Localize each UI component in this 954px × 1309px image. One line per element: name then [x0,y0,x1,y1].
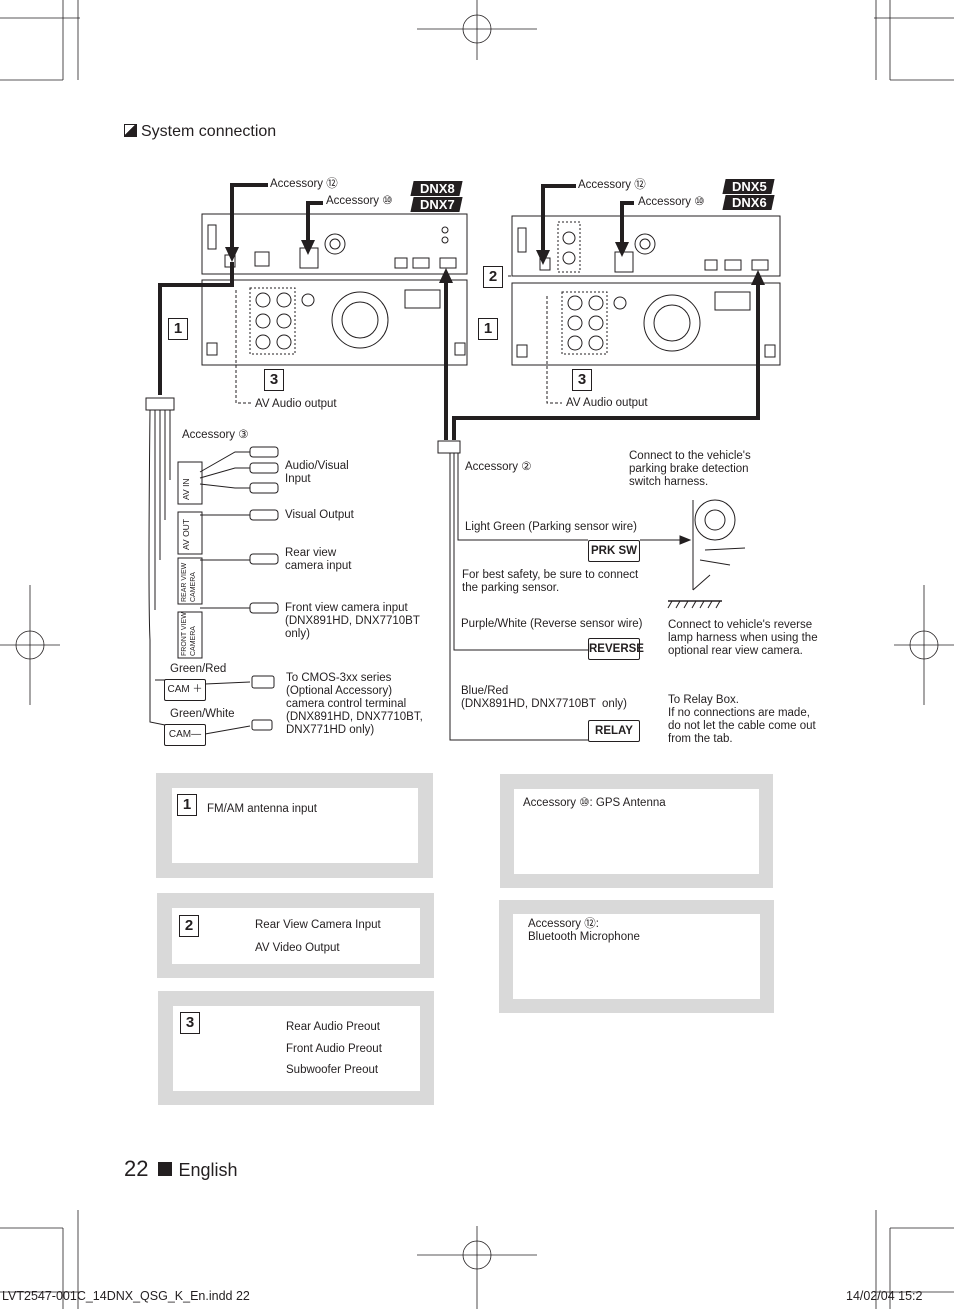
rear-view-camera-input-label: Rear view camera input [285,547,352,572]
panel-mic [499,900,774,1013]
audio-visual-input-label: Audio/Visual Input [285,460,349,485]
light-green-label: Light Green (Parking sensor wire) [465,521,637,533]
page-number-text: 22 [124,1156,149,1181]
callout-accessory12-left: Accessory ⑫ [270,178,338,190]
section-marker-icon [124,124,137,137]
print-file-line: LVT2547-001C_14DNX_QSG_K_En.indd 22 [2,1289,250,1303]
section-title-text: System connection [141,123,277,140]
rear-audio-preout-item: Rear Audio Preout [286,1021,380,1033]
panel-1 [156,773,433,878]
marker-1-right: 1 [478,318,498,340]
reverse-note: Connect to vehicle's reverse lamp harnes… [668,619,818,657]
av-in-label: AV IN [181,478,191,500]
subwoofer-preout-item: Subwoofer Preout [286,1064,379,1076]
page-number: 22 English [124,1156,238,1182]
arrow-heads [225,240,765,285]
front-audio-preout-item: Front Audio Preout [286,1043,382,1055]
blue-red-label: Blue/Red (DNX891HD, DNX7710BT only) [461,685,627,710]
cam-plus-tag: CAM ＋ [164,679,206,701]
green-red-label: Green/Red [170,663,227,675]
gps-antenna-label: Accessory ⑩: GPS Antenna [523,797,666,809]
panel-3 [158,991,434,1105]
marker-3-right: 3 [572,369,592,391]
av-out-label: AV OUT [181,518,191,550]
section-title: System connection [124,123,276,141]
accessory3-label: Accessory ③ [182,429,249,441]
fm-am-antenna-label: FM/AM antenna input [207,803,317,815]
panel-1-number: 1 [177,794,197,816]
cmos-note: To CMOS-3xx series (Optional Accessory) … [286,672,423,736]
rear-view-camera-tag: REAR VIEW CAMERA [181,562,197,602]
right-harness [437,440,746,741]
callout-av-audio-left: AV Audio output [255,398,337,410]
page-language: English [178,1160,238,1180]
prk-sw-tag: PRK SW [588,540,640,562]
relay-tag: RELAY [588,720,640,742]
right-unit-rear [511,215,781,366]
dashed-leaders [235,275,562,404]
print-date-line: 14/02/04 15:2 [846,1289,923,1303]
page-marker-icon [158,1162,173,1176]
front-view-camera-tag: FRONT VIEW CAMERA [181,612,197,656]
model-badge-dnx5: DNX5 [722,179,775,194]
callout-av-audio-right: AV Audio output [566,397,648,409]
model-badge-dnx6: DNX6 [722,195,775,210]
marker-1-left: 1 [168,318,188,340]
accessory-arrows [158,183,760,440]
av-video-output-item: AV Video Output [255,942,340,954]
panel-gps [500,774,773,888]
relay-note: To Relay Box. If no connections are made… [668,694,816,745]
cam-minus-tag: CAM— [164,724,206,746]
marker-3-left: 3 [264,369,284,391]
callout-accessory10-left: Accessory ⑩ [326,195,393,207]
bluetooth-mic-label: Accessory ⑫: Bluetooth Microphone [528,918,640,943]
panel-2 [157,893,434,978]
panel-3-number: 3 [180,1012,200,1034]
purple-white-label: Purple/White (Reverse sensor wire) [461,618,643,630]
rear-view-camera-input-item: Rear View Camera Input [255,919,381,931]
left-harness [145,397,279,735]
reverse-tag: REVERSE [588,638,644,660]
model-badge-dnx8: DNX8 [410,181,463,196]
panel-2-number: 2 [179,915,199,937]
safety-note: For best safety, be sure to connect the … [462,569,639,594]
green-white-label: Green/White [170,708,235,720]
callout-accessory10-right: Accessory ⑩ [638,196,705,208]
marker-2-right: 2 [483,266,503,288]
left-unit-rear [201,213,468,366]
parking-brake-note: Connect to the vehicle's parking brake d… [629,450,751,488]
front-view-camera-input-label: Front view camera input (DNX891HD, DNX77… [285,602,420,640]
callout-accessory12-right: Accessory ⑫ [578,179,646,191]
visual-output-label: Visual Output [285,509,354,521]
accessory2-label: Accessory ② [465,461,532,473]
model-badge-dnx7: DNX7 [410,197,463,212]
